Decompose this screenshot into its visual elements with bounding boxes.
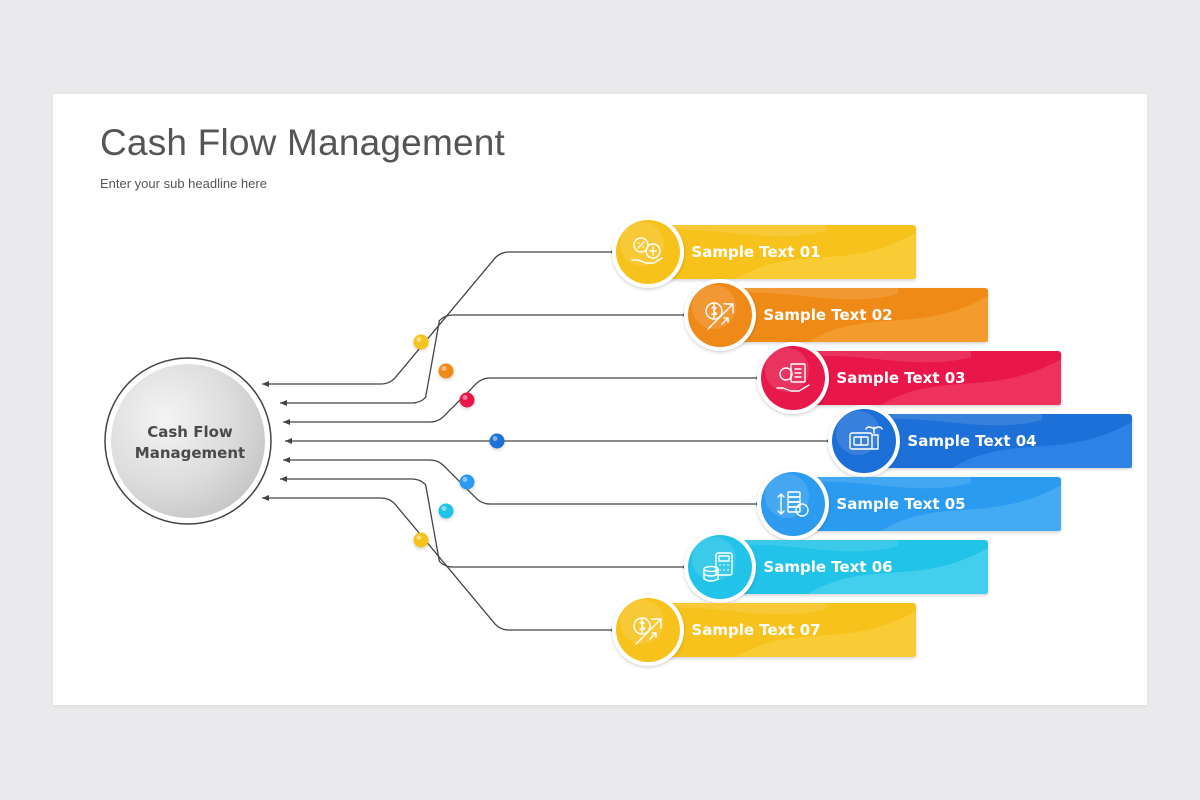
connector-line [262,497,614,631]
item-icon-badge [688,283,752,347]
hub-label-line1: Cash Flow [147,423,233,441]
connector-line [280,314,686,404]
item-icon-badge [616,598,680,662]
cash-flow-diagram: Cash Flow Management Sample Text 01Sampl… [104,216,1132,666]
item-bar-wave [881,485,1061,531]
item-label: Sample Text 03 [836,369,965,387]
page-title: Cash Flow Management [100,122,506,163]
connector-line [280,478,686,568]
connector-line [262,251,614,385]
money-growth-arrow-icon [705,302,734,330]
item-bar-wave [736,611,916,657]
item-label: Sample Text 07 [691,621,820,639]
hub-label-line2: Management [135,444,245,462]
item-icon-badge [688,535,752,599]
connector-arrowhead [285,438,292,444]
connector-arrowhead [280,476,287,482]
item-icon-badge [761,346,825,410]
item-label: Sample Text 06 [763,558,892,576]
item-bar-wave [808,296,988,342]
connector-arrowhead [262,495,269,501]
hub-circle: Cash Flow Management [104,357,272,525]
item-label: Sample Text 01 [691,243,820,261]
item-label: Sample Text 05 [836,495,965,513]
connector-marker-dot [413,334,429,350]
item-bar-wave [736,233,916,279]
invoice-hand-icon [776,363,810,392]
item-label: Sample Text 02 [763,306,892,324]
money-plant-icon [849,426,883,450]
calculator-coins-icon [703,552,733,582]
connector-marker-dot [489,433,505,449]
item-label: Sample Text 04 [907,432,1036,450]
page-subtitle: Enter your sub headline here [100,176,267,191]
connector-marker-dot [438,503,454,519]
item-bar[interactable]: Sample Text 04 [828,405,1132,477]
connector-lines [262,249,833,633]
slide: Cash Flow Management Enter your sub head… [53,94,1147,705]
item-bar-wave [881,359,1061,405]
connector-marker-dot [459,474,475,490]
connector-marker-dot [413,532,429,548]
percent-money-hand-icon [631,237,663,264]
item-bar[interactable]: Sample Text 05 [757,468,1061,540]
connector-arrowhead [283,419,290,425]
connector-arrowhead [262,381,269,387]
item-bar-wave [952,422,1132,468]
connector-marker-dot [438,363,454,379]
item-icon-badge [616,220,680,284]
item-icon-badge [832,409,896,473]
item-bar[interactable]: Sample Text 01 [612,216,916,288]
item-bar-wave [808,548,988,594]
item-icon-badge [761,472,825,536]
connector-arrowhead [280,400,287,406]
item-bar[interactable]: Sample Text 03 [757,342,1061,414]
item-bar[interactable]: Sample Text 07 [612,594,916,666]
item-bar[interactable]: Sample Text 02 [684,279,988,351]
item-list: Sample Text 01 Sample Text 02 Sample Text … [612,216,1132,666]
coins-stack-icon [777,491,809,517]
item-bar[interactable]: Sample Text 06 [684,531,988,603]
money-growth-arrow-icon [633,617,662,645]
connector-arrowhead [283,457,290,463]
connector-marker-dot [459,392,475,408]
